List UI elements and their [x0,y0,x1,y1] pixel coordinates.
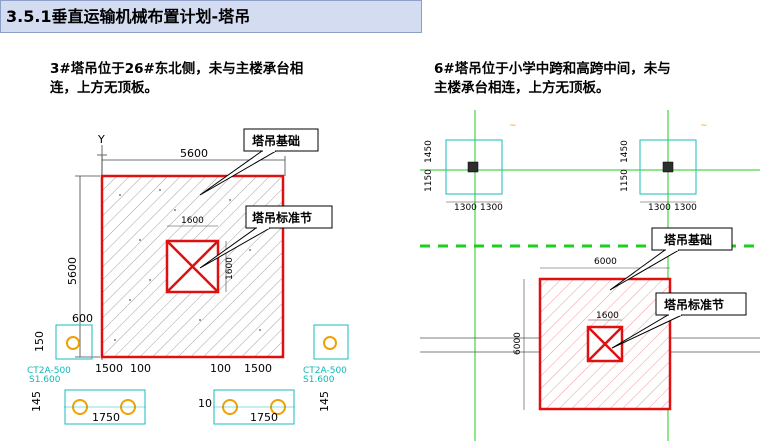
svg-text:~: ~ [700,121,708,131]
right-drawing: ~ ~ 1450 1150 1300 1300 1450 1150 1300 1… [420,110,760,441]
right-description-line1: 6#塔吊位于小学中跨和高跨中间，未与 [434,61,671,77]
left-pile-cap-small-right [313,324,349,360]
right-description: 6#塔吊位于小学中跨和高跨中间，未与 主楼承台相连，上方无顶板。 [434,60,724,98]
right-dim-1450-right: 1450 [620,140,630,163]
left-dim-height: 5600 [66,257,79,285]
section-title: 3.5.1垂直运输机械布置计划-塔吊 [0,0,422,33]
right-dim-1150-right: 1150 [620,169,630,192]
left-dim-100-left: 100 [130,362,151,375]
left-description-line2: 连，上方无顶板。 [50,80,158,96]
left-description: 3#塔吊位于26#东北侧，未与主楼承台相 连，上方无顶板。 [50,60,350,98]
right-dim-1300-l1: 1300 [454,203,477,213]
left-callout-foundation-box [243,128,319,152]
right-dim-height: 6000 [513,332,523,355]
right-pile-cap-right [639,139,697,195]
left-drawing: Y 5600 5600 1600 1600 [27,128,349,425]
left-dim-150: 150 [33,331,46,352]
left-callout-section: 塔吊标准节 [252,210,312,225]
left-dim-145-left: 145 [30,391,43,412]
left-dim-section-w: 1600 [181,216,204,226]
right-callout-foundation-box [651,227,733,251]
right-dim-1300-r1: 1300 [648,203,671,213]
svg-text:10: 10 [198,397,212,410]
right-dim-section: 1600 [596,311,619,321]
right-description-line2: 主楼承台相连，上方无顶板。 [434,80,610,96]
right-dim-1300-l2: 1300 [480,203,503,213]
right-dim-1300-r2: 1300 [674,203,697,213]
left-dim-600: 600 [72,312,93,325]
left-dim-1750-left: 1750 [92,411,120,424]
left-pile-tag-right: CT2A-500 [303,366,347,376]
left-dim-width: 5600 [180,147,208,160]
left-pile-tag-left: CT2A-500 [27,366,71,376]
left-callout-foundation: 塔吊基础 [252,133,300,148]
right-dim-1150-left: 1150 [424,169,434,192]
left-pile-cap-small-left [55,324,93,360]
right-dim-width: 6000 [594,257,617,267]
left-dim-100-right: 100 [210,362,231,375]
svg-text:~: ~ [509,121,517,131]
left-dim-1500-left: 1500 [95,362,123,375]
left-callout-section-box [245,205,333,229]
left-dim-1500-right: 1500 [244,362,272,375]
left-dim-section-h: 1600 [225,257,235,280]
right-callout-section-box [655,292,747,316]
left-pile-tag-right-sub: S1.600 [303,375,335,385]
left-pile-tag-left-sub: S1.600 [29,375,61,385]
left-axis-label: Y [97,133,105,146]
right-callout-section: 塔吊标准节 [664,297,724,312]
right-pile-cap-left [445,139,503,195]
left-dim-1750-right: 1750 [250,411,278,424]
left-description-line1: 3#塔吊位于26#东北侧，未与主楼承台相 [50,61,304,77]
left-dim-145-right: 145 [318,391,331,412]
right-callout-foundation: 塔吊基础 [664,232,712,247]
right-dim-1450-left: 1450 [424,140,434,163]
